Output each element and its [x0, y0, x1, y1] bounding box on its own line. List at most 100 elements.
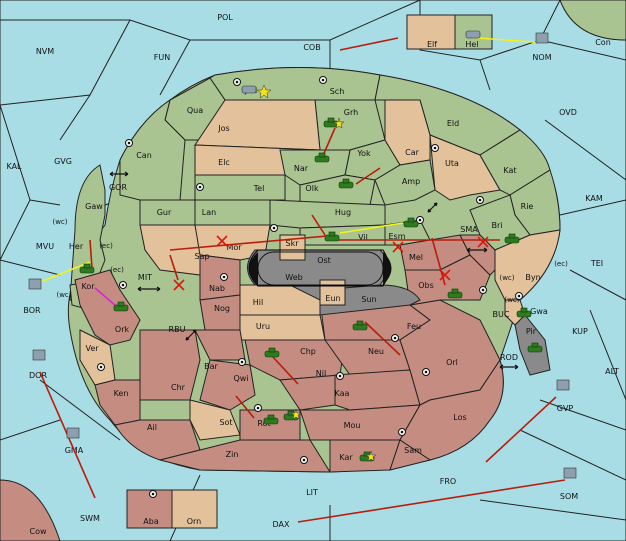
- label-sun: Sun: [361, 295, 376, 304]
- label-ver: Ver: [85, 344, 99, 353]
- fleet-unit[interactable]: [535, 32, 549, 44]
- supply-center: [336, 372, 344, 380]
- star-icon: [290, 408, 302, 420]
- region-hug[interactable]: [269, 199, 386, 229]
- label-nom: NOM: [532, 53, 551, 62]
- label-swm: SWM: [80, 514, 100, 523]
- army-unit[interactable]: [516, 307, 532, 318]
- region-tel[interactable]: [194, 174, 286, 201]
- region-sot[interactable]: [189, 399, 241, 441]
- coast-kor-wc: (wc): [56, 291, 71, 299]
- region-zin[interactable]: [159, 439, 331, 473]
- order-move-arrow: [355, 167, 381, 185]
- label-web: Web: [285, 273, 302, 282]
- fleet-unit[interactable]: [28, 278, 42, 290]
- label-skr: Skr: [286, 239, 300, 248]
- connection-arrows: [109, 171, 519, 370]
- label-eun: Eun: [325, 294, 340, 303]
- order-move-arrow: [271, 355, 299, 385]
- label-hel: Hel: [465, 40, 478, 49]
- army-unit[interactable]: [264, 347, 280, 358]
- region-los[interactable]: [399, 358, 504, 461]
- label-kaa: Kaa: [335, 389, 350, 398]
- label-qua: Qua: [187, 106, 203, 115]
- label-som: SOM: [560, 492, 578, 501]
- label-los: Los: [453, 413, 466, 422]
- label-gaw: Gaw: [85, 202, 103, 211]
- fleet-unit[interactable]: [465, 30, 481, 39]
- star-icon: [333, 117, 345, 129]
- label-mou: Mou: [344, 421, 361, 430]
- label-kat: Kat: [503, 166, 516, 175]
- region-elf[interactable]: [406, 14, 456, 50]
- label-nab: Nab: [209, 284, 225, 293]
- region-nab[interactable]: [199, 254, 241, 301]
- label-byn: Byn: [525, 273, 540, 282]
- region-sam[interactable]: [389, 439, 432, 471]
- label-lan: Lan: [202, 208, 216, 217]
- label-amp: Amp: [402, 177, 420, 186]
- label-elf: Elf: [427, 40, 437, 49]
- label-mvu: MVU: [36, 242, 54, 251]
- order-convoy-arrow: [94, 287, 117, 307]
- label-aba: Aba: [143, 517, 159, 526]
- region-uru[interactable]: [239, 314, 326, 341]
- region-chr[interactable]: [139, 329, 201, 401]
- failed-order-mark: [477, 236, 489, 248]
- label-rie: Rie: [521, 202, 534, 211]
- label-sma: SMA: [460, 225, 478, 234]
- order-support-arrow: [37, 261, 91, 284]
- supply-center: [238, 358, 246, 366]
- order-move-arrow: [235, 395, 255, 419]
- region-ail[interactable]: [114, 419, 201, 461]
- army-unit[interactable]: [352, 320, 368, 331]
- army-unit[interactable]: [447, 288, 463, 299]
- fleet-unit[interactable]: [32, 349, 46, 361]
- supply-center: [422, 368, 430, 376]
- label-orn: Orn: [187, 517, 202, 526]
- label-kor: Kor: [81, 282, 95, 291]
- label-bor: BOR: [23, 306, 41, 315]
- label-uta: Uta: [445, 159, 459, 168]
- army-unit[interactable]: [314, 152, 330, 163]
- label-pir: Pir: [526, 327, 537, 336]
- army-unit[interactable]: [527, 342, 543, 353]
- label-eld: Eld: [447, 119, 459, 128]
- label-yok: Yok: [356, 149, 371, 158]
- label-neu: Neu: [368, 347, 384, 356]
- label-obs: Obs: [418, 281, 434, 290]
- star-icon: [256, 84, 272, 99]
- label-chr: Chr: [171, 383, 186, 392]
- order-move-arrow: [364, 321, 401, 356]
- fleet-unit[interactable]: [556, 379, 570, 391]
- supply-center: [149, 490, 157, 498]
- label-vil: Vil: [358, 233, 368, 242]
- label-jos: Jos: [217, 124, 229, 133]
- army-unit[interactable]: [324, 231, 340, 242]
- army-unit[interactable]: [79, 263, 95, 274]
- army-unit[interactable]: [504, 233, 520, 244]
- region-orn[interactable]: [171, 489, 218, 529]
- order-support-arrow: [477, 37, 548, 44]
- order-move-arrow: [169, 235, 328, 251]
- fleet-unit[interactable]: [563, 467, 577, 479]
- label-rod: ROD: [500, 353, 518, 362]
- fleet-unit[interactable]: [66, 427, 80, 439]
- label-pol: POL: [217, 13, 233, 22]
- region-ork[interactable]: [74, 269, 141, 346]
- supply-center: [196, 183, 204, 191]
- coast-her-ec: (ec): [99, 242, 113, 250]
- fleet-unit[interactable]: [241, 85, 257, 94]
- army-unit[interactable]: [113, 301, 129, 312]
- army-unit[interactable]: [403, 217, 419, 228]
- label-alt: ALT: [605, 367, 619, 376]
- label-sch: Sch: [330, 87, 345, 96]
- army-unit[interactable]: [263, 414, 279, 425]
- supply-center: [515, 292, 523, 300]
- army-unit[interactable]: [338, 178, 354, 189]
- failed-order-mark: [216, 235, 228, 247]
- supply-center: [119, 281, 127, 289]
- label-mor: Mor: [226, 243, 242, 252]
- region-eun[interactable]: [319, 279, 346, 306]
